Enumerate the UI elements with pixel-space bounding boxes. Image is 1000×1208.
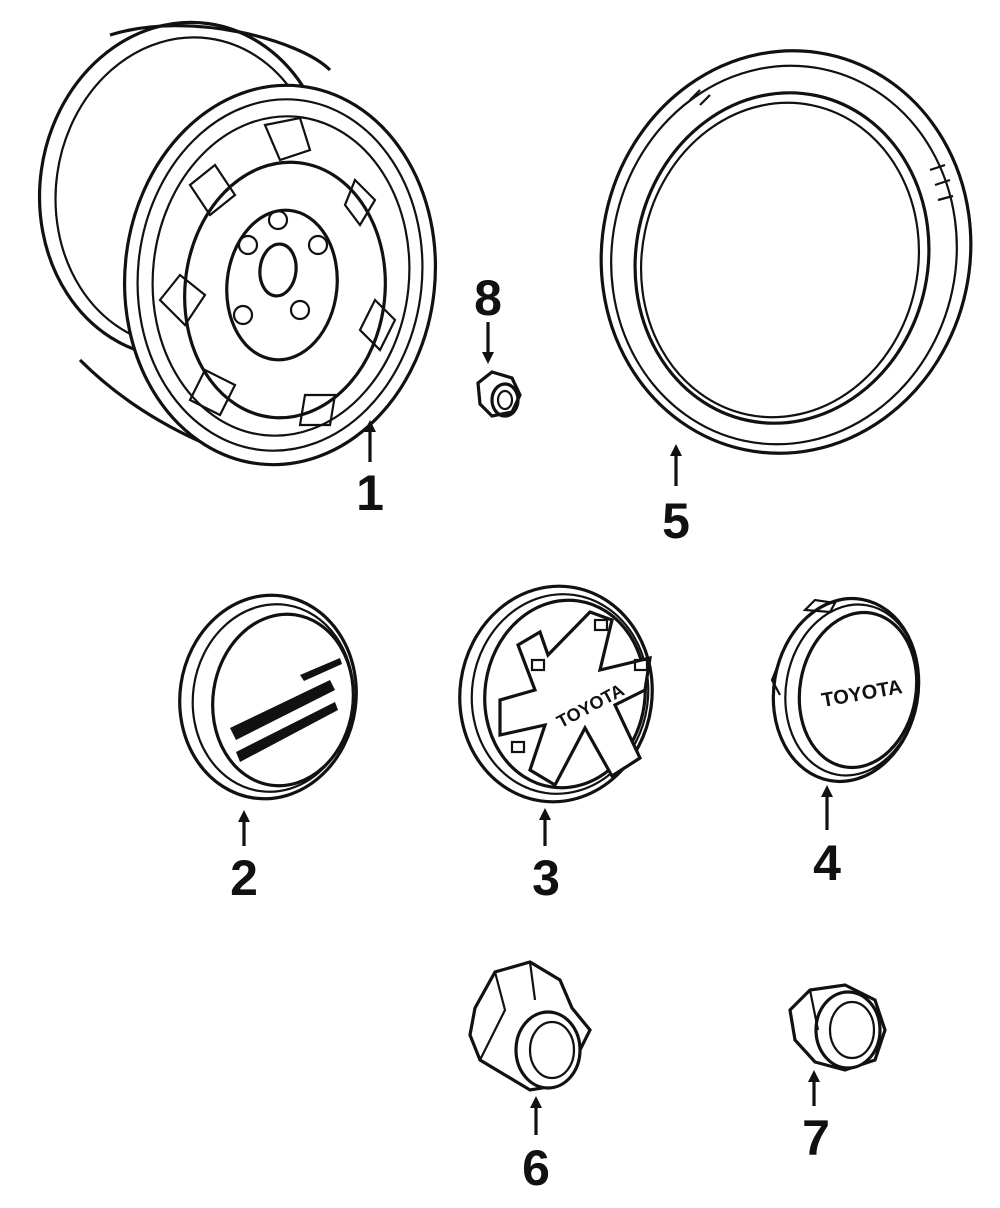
callout-2: [238, 810, 250, 846]
lug-nut-cap-icon[interactable]: [788, 983, 887, 1072]
center-cap-spoke-icon[interactable]: TOYOTA: [446, 574, 666, 815]
callout-1: [364, 420, 376, 462]
callout-5: [670, 444, 682, 486]
part-number-8: 8: [474, 270, 502, 326]
callout-6: [530, 1096, 542, 1135]
center-cap-logo-icon[interactable]: TOYOTA: [759, 587, 933, 793]
part-number-6: 6: [522, 1140, 550, 1196]
callout-8: [482, 322, 494, 364]
part-number-1: 1: [356, 465, 384, 521]
lug-nut-icon[interactable]: [476, 370, 522, 418]
part-number-2: 2: [230, 850, 258, 906]
hub-cap-icon[interactable]: [468, 960, 592, 1092]
part-number-7: 7: [802, 1110, 830, 1166]
trim-ring-icon[interactable]: [564, 16, 1000, 488]
part-number-5: 5: [662, 493, 690, 549]
callout-7: [808, 1070, 820, 1106]
callout-3: [539, 808, 551, 846]
part-number-4: 4: [813, 835, 841, 891]
center-cap-stripe-icon[interactable]: [167, 584, 370, 811]
wheel-rim-icon[interactable]: [18, 3, 454, 480]
callout-4: [821, 785, 833, 830]
part-number-3: 3: [532, 850, 560, 906]
